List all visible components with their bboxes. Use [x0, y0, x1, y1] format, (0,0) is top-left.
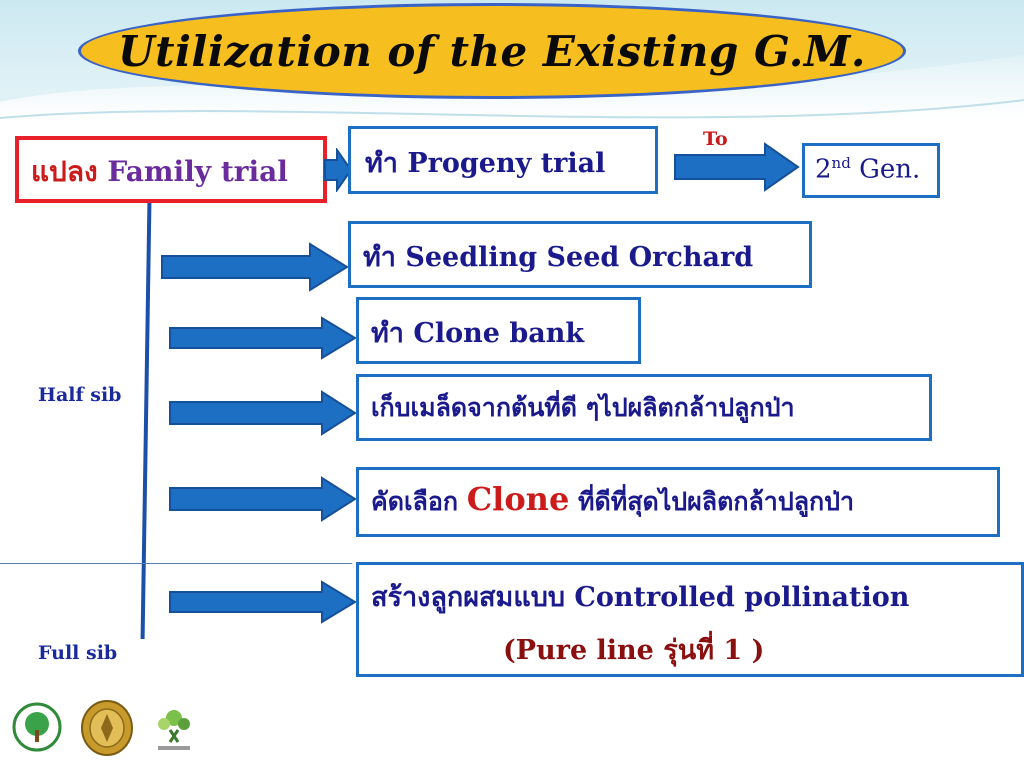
collect-seed-text: เก็บเมล็ดจากต้นที่ดี ๆไปผลิตกล้าปลูกป่า	[371, 393, 795, 422]
controlled-pollination-box: สร้างลูกผสมแบบ Controlled pollination (P…	[356, 562, 1024, 677]
pure-line-close: )	[742, 635, 765, 666]
pollination-label: Controlled pollination	[574, 582, 910, 613]
pollination-thai: สร้างลูกผสมแบบ	[371, 582, 565, 613]
arrow-to-clone-bank	[169, 316, 357, 360]
royal-seal-icon	[81, 700, 133, 756]
collect-seed-box: เก็บเมล็ดจากต้นที่ดี ๆไปผลิตกล้าปลูกป่า	[356, 374, 932, 441]
arrow-to-pollination	[169, 580, 357, 624]
gen-number: 2	[815, 154, 832, 185]
select-clone-post: ที่ดีที่สุดไปผลิตกล้าปลูกป่า	[578, 487, 855, 516]
progeny-trial-thai: ทำ	[365, 148, 398, 179]
half-sib-label: Half sib	[38, 384, 122, 406]
clone-bank-thai: ทำ	[371, 318, 404, 349]
pollination-line-2: (Pure line รุ่นที่ 1 )	[371, 628, 1009, 671]
arrow-to-2nd-gen	[674, 142, 800, 192]
full-sib-label: Full sib	[38, 642, 118, 664]
clone-bank-label: Clone bank	[413, 318, 585, 349]
select-clone-box: คัดเลือก Clone ที่ดีที่สุดไปผลิตกล้าปลูก…	[356, 467, 1000, 537]
seed-orchard-thai: ทำ	[363, 242, 396, 273]
arrow-to-seed-orchard	[161, 242, 349, 292]
select-clone-pre: คัดเลือก	[371, 487, 458, 516]
clone-bank-box: ทำ Clone bank	[356, 297, 641, 364]
page-title: Utilization of the Existing G.M.	[117, 26, 867, 76]
family-trial-thai: แปลง	[31, 155, 98, 188]
arrow-to-select-clone	[169, 476, 357, 522]
progeny-trial-label: Progeny trial	[407, 148, 606, 179]
pollination-line-1: สร้างลูกผสมแบบ Controlled pollination	[371, 575, 1009, 618]
family-trial-label: Family trial	[107, 155, 288, 188]
arrow-to-progeny	[324, 148, 353, 192]
family-trial-box: แปลง Family trial	[15, 136, 327, 203]
pure-line-label: Pure line	[515, 635, 654, 666]
pure-line-open: (	[503, 635, 516, 666]
progeny-trial-box: ทำ Progeny trial	[348, 126, 658, 194]
title-banner: Utilization of the Existing G.M.	[78, 3, 906, 99]
gen-suffix: nd	[831, 154, 851, 172]
to-label: To	[703, 128, 728, 150]
divider-line	[0, 563, 352, 564]
second-gen-box: 2nd Gen.	[802, 143, 940, 198]
select-clone-emphasis: Clone	[466, 480, 570, 518]
gen-label: Gen.	[850, 154, 921, 185]
tree-emblem-icon	[12, 702, 62, 752]
tree-logo-icon	[158, 710, 190, 750]
pure-line-thai: รุ่นที่ 1	[663, 635, 743, 666]
seedling-seed-orchard-box: ทำ Seedling Seed Orchard	[348, 221, 812, 288]
seed-orchard-label: Seedling Seed Orchard	[405, 242, 754, 273]
arrow-to-collect-seed	[169, 390, 357, 436]
